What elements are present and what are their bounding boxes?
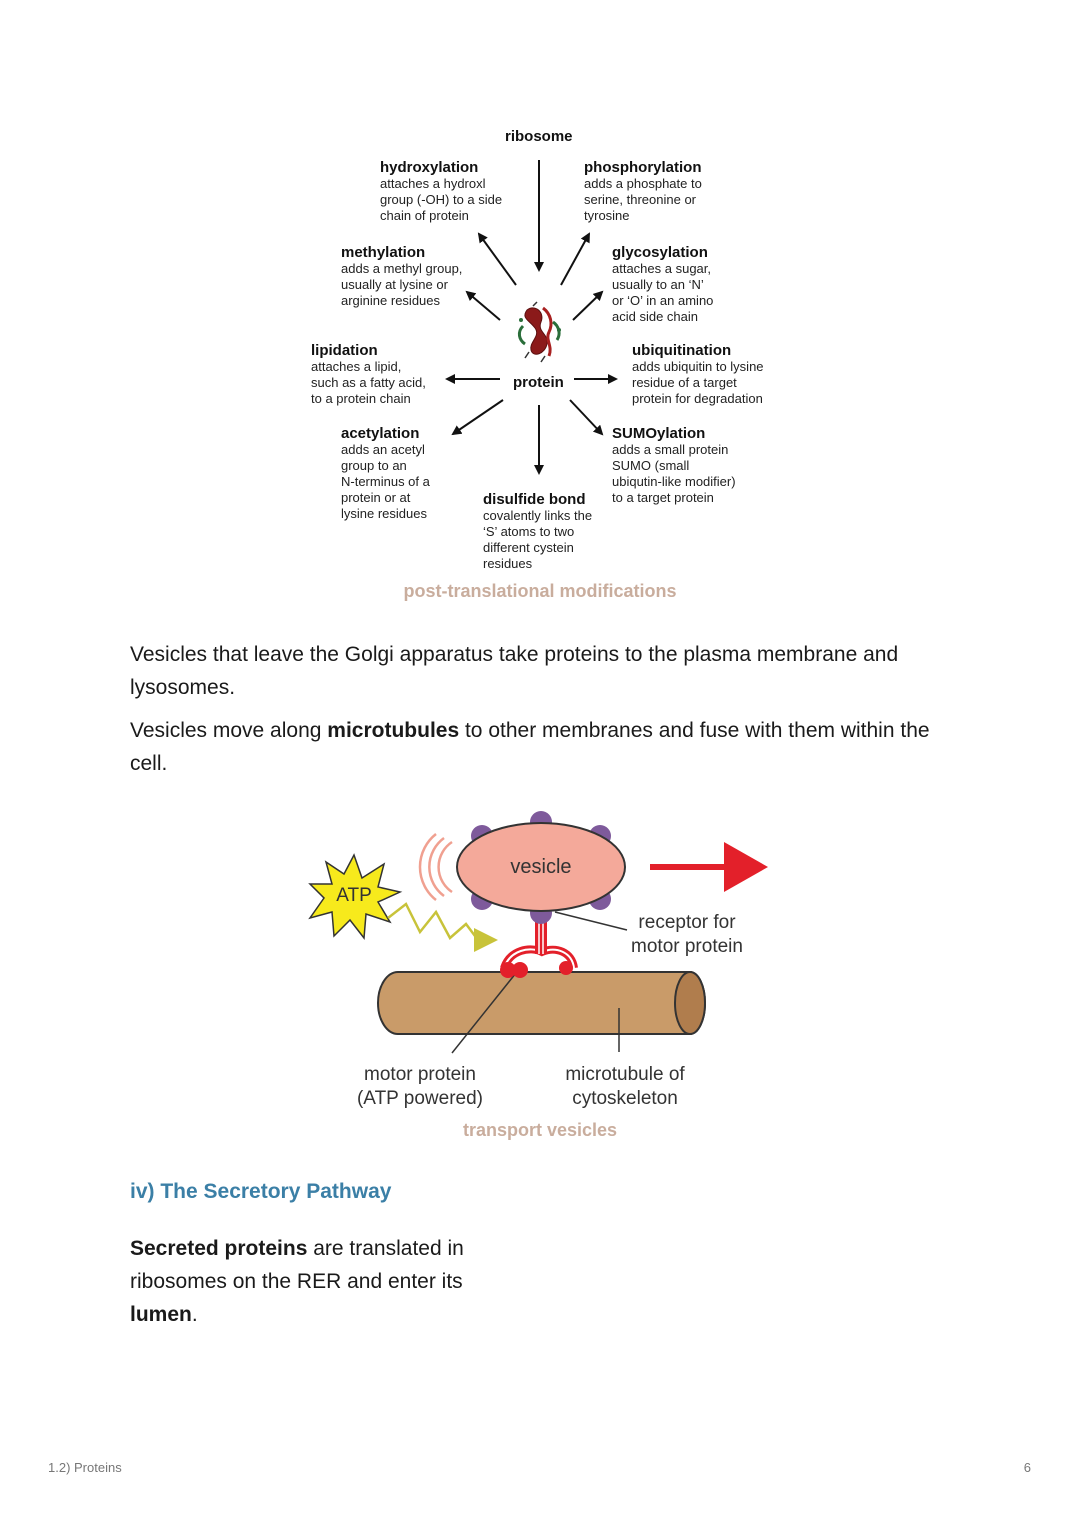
mod-desc-line: usually to an ‘N’: [612, 277, 704, 292]
vesicle-icon: [456, 822, 626, 912]
mod-desc-line: protein for degradation: [632, 391, 763, 406]
motor-protein-icon: [500, 912, 578, 978]
mod-desc-line: adds a small protein: [612, 442, 729, 457]
paragraph-secreted-proteins: Secreted proteins are translated in ribo…: [130, 1232, 490, 1331]
mod-disulfide-bond: disulfide bond covalently links the ‘S’ …: [483, 491, 592, 572]
mod-title: hydroxylation: [380, 159, 479, 176]
ribosome-label: ribosome: [505, 128, 573, 145]
paragraph-microtubules: Vesicles move along microtubules to othe…: [130, 714, 950, 780]
vesicle-label: vesicle: [510, 856, 572, 878]
mod-desc-line: or ‘O’ in an amino: [612, 293, 714, 308]
bold-term: Secreted proteins: [130, 1237, 308, 1260]
mod-desc-line: N-terminus of a: [341, 474, 430, 489]
atp-energy-arrowhead-icon: [474, 928, 498, 952]
mod-desc-line: adds an acetyl: [341, 442, 425, 457]
mod-title: acetylation: [341, 425, 420, 442]
arrow-acetylation: [451, 399, 504, 436]
mod-desc-line: acid side chain: [612, 309, 698, 324]
label-line: microtubule of: [565, 1064, 685, 1085]
mod-hydroxylation: hydroxylation attaches a hydroxl group (…: [380, 159, 502, 224]
mod-desc-line: adds a phosphate to: [584, 176, 702, 191]
bold-term: lumen: [130, 1303, 192, 1326]
mod-title: disulfide bond: [483, 491, 586, 508]
transport-svg: [308, 811, 768, 1054]
label-line: receptor for: [638, 912, 736, 933]
mod-desc-line: SUMO (small: [612, 458, 690, 473]
microtubule-label: microtubule of cytoskeleton: [545, 1063, 705, 1111]
mod-desc-line: attaches a lipid,: [311, 359, 402, 374]
arrow-phosphorylation: [560, 232, 590, 286]
mod-desc-line: residues: [483, 556, 533, 571]
protein-structure-icon: [517, 301, 561, 363]
mod-desc-line: to a target protein: [612, 490, 714, 505]
footer-page-number: 6: [1023, 1460, 1031, 1475]
mod-ubiquitination: ubiquitination adds ubiquitin to lysine …: [632, 342, 764, 407]
mod-desc-line: such as a fatty acid,: [311, 375, 426, 390]
mod-desc-line: usually at lysine or: [341, 277, 448, 292]
protein-label: protein: [513, 374, 564, 391]
mod-title: phosphorylation: [584, 159, 702, 176]
mod-glycosylation: glycosylation attaches a sugar, usually …: [612, 244, 713, 325]
ptm-caption: post-translational modifications: [403, 581, 677, 601]
mod-desc-line: adds ubiquitin to lysine: [632, 359, 764, 374]
bold-term: microtubules: [327, 719, 460, 742]
mod-desc-line: adds a methyl group,: [341, 261, 463, 276]
atp-starburst-icon: [308, 853, 403, 940]
mod-desc-line: ubiqutin-like modifier): [612, 474, 736, 489]
mod-desc-line: group to an: [341, 458, 407, 473]
arrow-hydroxylation: [477, 232, 517, 286]
motion-lines-icon: [418, 833, 453, 901]
label-line: motor protein: [631, 936, 743, 957]
mod-acetylation: acetylation adds an acetyl group to an N…: [341, 425, 430, 522]
mod-title: lipidation: [311, 342, 378, 359]
footer-chapter: 1.2) Proteins: [48, 1460, 122, 1475]
mod-desc-line: residue of a target: [632, 375, 737, 390]
atp-label: ATP: [336, 885, 372, 906]
mod-methylation: methylation adds a methyl group, usually…: [341, 244, 462, 309]
arrow-glycosylation: [572, 290, 604, 321]
microtubule-icon: [377, 971, 706, 1035]
mod-title: glycosylation: [612, 244, 708, 261]
arrow-sumoylation: [569, 399, 604, 436]
mod-desc-line: arginine residues: [341, 293, 441, 308]
text: to other membranes and fuse with them wi…: [130, 719, 930, 775]
mod-desc-line: attaches a hydroxl: [380, 176, 486, 191]
receptor-label: receptor for motor protein: [620, 911, 754, 959]
mod-desc-line: protein or at: [341, 490, 411, 505]
arrow-methylation: [465, 290, 501, 321]
mod-title: SUMOylation: [612, 425, 706, 442]
mod-desc-line: group (-OH) to a side: [380, 192, 503, 207]
mod-desc-line: covalently links the: [483, 508, 593, 523]
transport-caption: transport vesicles: [462, 1120, 618, 1140]
mod-sumoylation: SUMOylation adds a small protein SUMO (s…: [612, 425, 736, 506]
mod-desc-line: ‘S’ atoms to two: [483, 524, 575, 539]
section-heading: iv) The Secretory Pathway: [130, 1180, 392, 1203]
mod-desc-line: chain of protein: [380, 208, 469, 223]
atp-energy-zigzag-icon: [387, 902, 479, 941]
paragraph-golgi-vesicles: Vesicles that leave the Golgi apparatus …: [130, 643, 899, 699]
mod-lipidation: lipidation attaches a lipid, such as a f…: [311, 342, 426, 407]
direction-arrow-icon: [650, 842, 768, 892]
mod-desc-line: serine, threonine or: [584, 192, 697, 207]
text: are translated in ribosomes on the RER a…: [130, 1237, 464, 1293]
mod-desc-line: to a protein chain: [311, 391, 411, 406]
motor-protein-label: motor protein (ATP powered): [340, 1063, 500, 1111]
mod-phosphorylation: phosphorylation adds a phosphate to seri…: [584, 159, 702, 224]
mod-title: methylation: [341, 244, 426, 261]
mod-desc-line: attaches a sugar,: [612, 261, 712, 276]
text: Vesicles move along: [130, 719, 328, 742]
mod-desc-line: different cystein: [483, 540, 574, 555]
label-line: motor protein: [364, 1064, 476, 1085]
mod-desc-line: tyrosine: [584, 208, 630, 223]
motor-pointer-line: [451, 967, 521, 1054]
ptm-arrows: [445, 160, 618, 475]
label-line: (ATP powered): [356, 1088, 483, 1109]
text: .: [191, 1303, 198, 1326]
mod-title: ubiquitination: [632, 342, 732, 359]
label-line: cytoskeleton: [572, 1088, 678, 1109]
mod-desc-line: lysine residues: [341, 506, 427, 521]
receptor-pointer-line: [554, 911, 628, 931]
